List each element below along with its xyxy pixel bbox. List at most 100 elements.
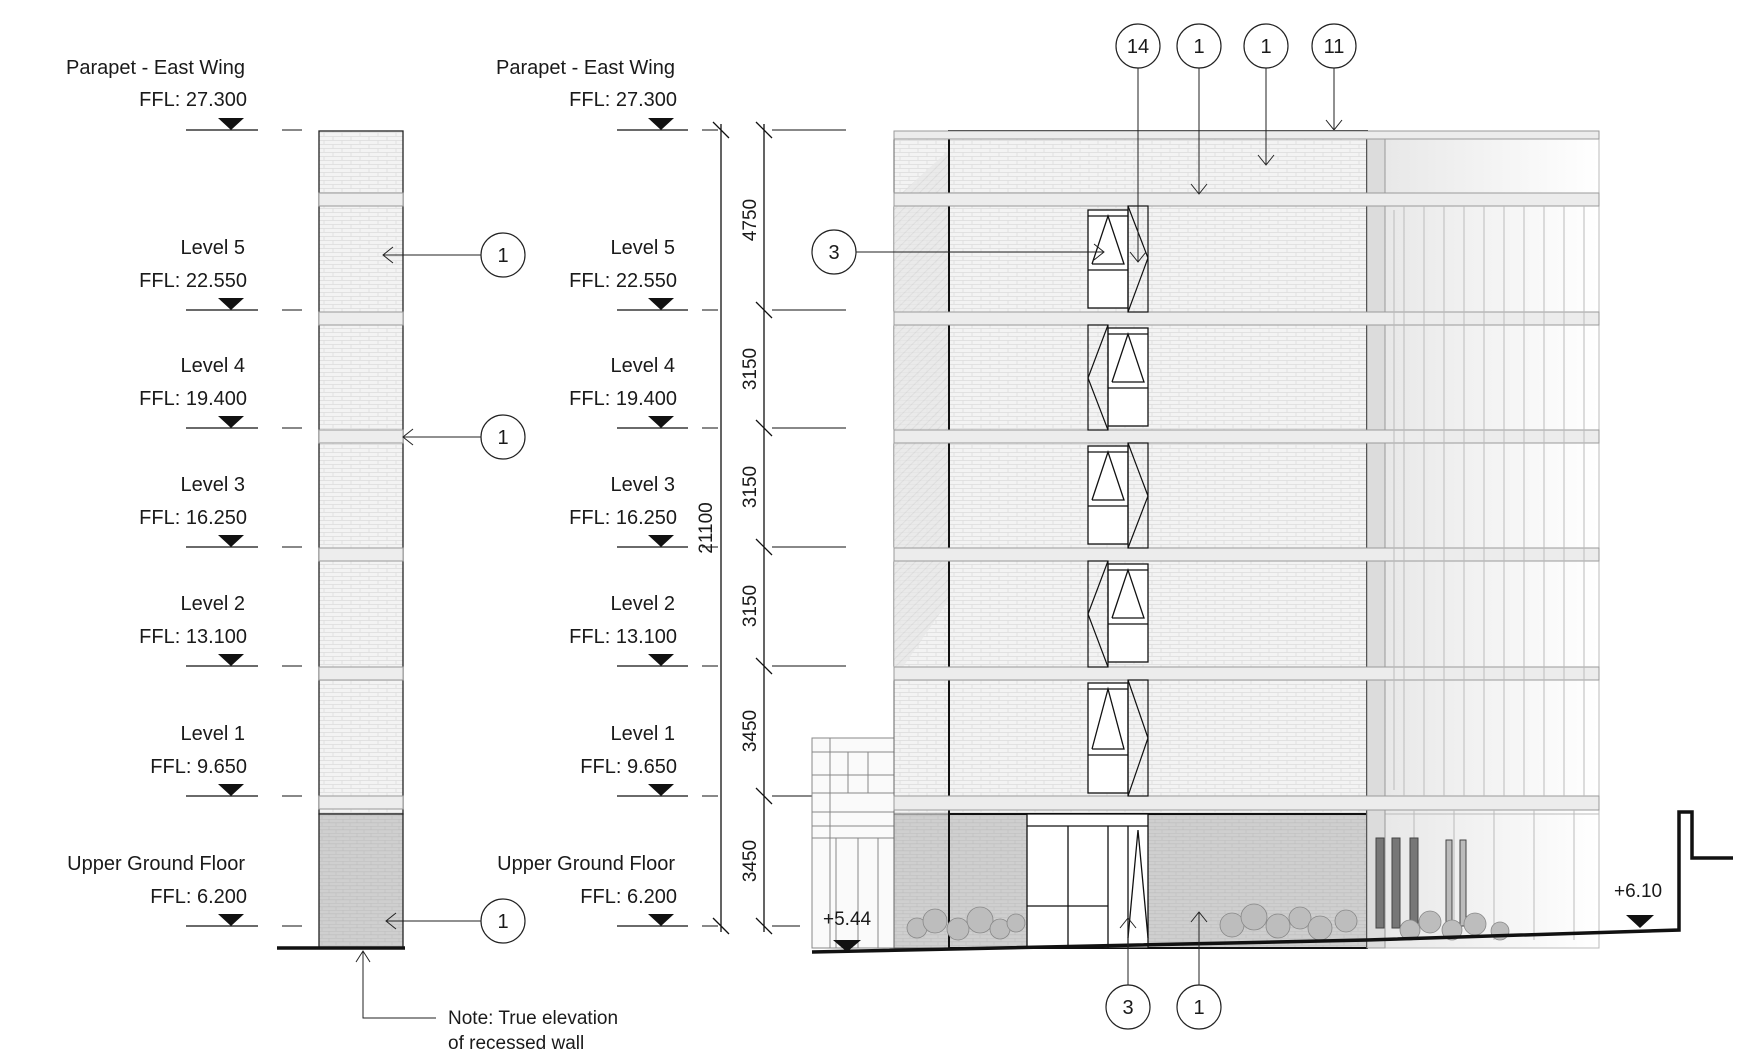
window [1087,682,1129,794]
level-name: Level 2 [181,593,246,615]
entrance-doors [1026,813,1149,949]
level-triangle-icon [218,118,244,130]
left-level-labels: Parapet - East Wing FFL: 27.300 Level 5 … [66,57,302,927]
level-ffl: FFL: 27.300 [569,89,677,111]
level-marker-level-3: Level 3 FFL: 16.250 [569,474,846,548]
level-ffl: FFL: 22.550 [569,270,677,292]
level-triangle-icon [218,784,244,796]
level-triangle-icon [648,914,674,926]
level-triangle-icon [648,416,674,428]
level-name: Upper Ground Floor [497,853,675,875]
dimension-total: 21100 [696,502,717,553]
dimension-segment: 3150 [740,585,761,627]
tag-callout: 1 [402,414,526,460]
level-triangle-icon [218,298,244,310]
main-facade [948,130,1368,815]
window [1087,445,1129,545]
right-wing [1366,130,1600,815]
tag-callout: 1 [382,232,526,278]
level-marker-parapet: Parapet - East Wing FFL: 27.300 [66,57,302,131]
level-ffl: FFL: 13.100 [569,626,677,648]
level-triangle-icon [648,118,674,130]
dimension-segment: 3450 [740,710,761,752]
dimension-segment: 3150 [740,348,761,390]
spot-level-right: +6.10 [1614,881,1662,928]
level-marker-level-2: Level 2 FFL: 13.100 [569,593,846,667]
tag-circle [480,232,526,278]
level-marker-level-1: Level 1 FFL: 9.650 [150,723,302,797]
window [1107,563,1149,663]
level-triangle-icon [648,784,674,796]
tag-circle [480,414,526,460]
dimension-strings [712,121,773,935]
level-marker-level-4: Level 4 FFL: 19.400 [139,355,302,429]
right-wing-fins [1393,206,1585,940]
tag-callout: 14 [1115,23,1161,263]
level-marker-level-1: Level 1 FFL: 9.650 [580,723,846,797]
tag-number: 3 [828,242,839,264]
tag-number: 1 [1193,36,1204,58]
tag-number: 11 [1324,36,1345,58]
note-line-1: Note: True elevation [448,1008,618,1029]
dimension-segment: 4750 [740,199,761,241]
level-name: Parapet - East Wing [66,57,245,79]
level-triangle-icon [218,416,244,428]
tag-number: 1 [497,427,508,449]
level-ffl: FFL: 6.200 [150,886,247,908]
level-triangle-icon [833,940,861,952]
level-ffl: FFL: 19.400 [139,388,247,410]
level-triangle-icon [648,654,674,666]
tag-callout: 1 [1243,23,1289,166]
level-name: Parapet - East Wing [496,57,675,79]
tag-circle [1176,984,1222,1030]
window-stack [1087,209,1149,794]
tag-number: 1 [497,911,508,933]
level-marker-parapet: Parapet - East Wing FFL: 27.300 [496,57,846,131]
level-triangle-icon [218,914,244,926]
level-triangle-icon [648,535,674,547]
spot-level-left: +5.44 [823,909,872,952]
level-triangle-icon [648,298,674,310]
floor-bands [893,130,1600,811]
level-name: Level 3 [611,474,676,496]
level-marker-upper-ground: Upper Ground Floor FFL: 6.200 [497,853,800,927]
tag-number: 1 [1193,997,1204,1019]
level-name: Level 4 [611,355,676,377]
landscaping [906,903,1510,941]
window [1107,327,1149,427]
recessed-wall-note: Note: True elevation of recessed wall [355,950,618,1054]
tag-callout: 11 [1311,23,1357,131]
level-marker-level-5: Level 5 FFL: 22.550 [569,237,846,311]
level-triangle-icon [218,654,244,666]
tag-number: 1 [497,245,508,267]
spot-level-value: +6.10 [1614,881,1662,902]
level-ffl: FFL: 16.250 [139,507,247,529]
window-side-panels [1087,205,1149,797]
level-marker-level-2: Level 2 FFL: 13.100 [139,593,302,667]
level-ffl: FFL: 6.200 [580,886,677,908]
recessed-wall-elevation [277,130,405,950]
middle-level-labels: Parapet - East Wing FFL: 27.300 Level 5 … [496,57,846,927]
bottom-tags: 3 1 [1105,911,1222,1030]
level-ffl: FFL: 19.400 [569,388,677,410]
tag-callout: 3 [1105,917,1151,1030]
level-triangle-icon [218,535,244,547]
adjacent-building [811,737,895,949]
ground-line [811,810,1733,954]
level-name: Upper Ground Floor [67,853,245,875]
tag-circle [1105,984,1151,1030]
level-name: Level 5 [181,237,246,259]
wall-upper [318,130,404,815]
level-marker-level-3: Level 3 FFL: 16.250 [139,474,302,548]
dimension-segment: 3150 [740,466,761,508]
tag-callout: 1 [1176,911,1222,1030]
level-name: Level 4 [181,355,246,377]
level-name: Level 2 [611,593,676,615]
level-name: Level 5 [611,237,676,259]
level-ffl: FFL: 9.650 [150,756,247,778]
level-ffl: FFL: 22.550 [139,270,247,292]
top-tags: 14 1 1 11 [1115,23,1357,263]
tag-number: 3 [1122,997,1133,1019]
building-elevation [811,130,1733,954]
